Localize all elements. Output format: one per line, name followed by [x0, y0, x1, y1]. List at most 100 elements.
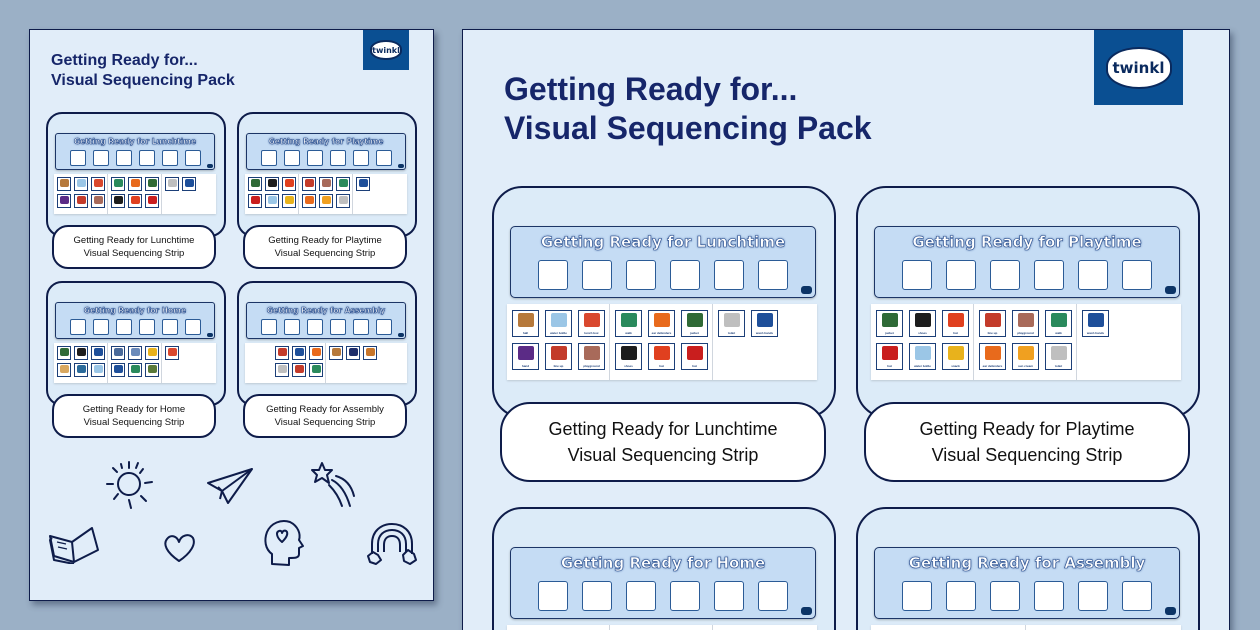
picture-card[interactable]: hall [57, 177, 71, 191]
sequence-slot[interactable] [138, 150, 155, 166]
picture-card[interactable] [292, 363, 306, 377]
picture-card[interactable] [329, 346, 343, 360]
sequence-slot[interactable] [626, 260, 656, 290]
picture-card[interactable]: playground [1012, 310, 1039, 337]
picture-card[interactable]: ear defenders [302, 194, 316, 208]
sequence-slot[interactable] [902, 581, 932, 611]
picture-card[interactable]: hat [128, 194, 142, 208]
sequence-slot[interactable] [92, 150, 109, 166]
picture-card[interactable]: jacket [681, 310, 708, 337]
picture-card[interactable]: hat [248, 194, 262, 208]
picture-card[interactable]: hat [876, 343, 903, 370]
sequence-slot[interactable] [946, 260, 976, 290]
picture-card[interactable]: hat [648, 343, 675, 370]
picture-card[interactable]: playground [91, 194, 105, 208]
sequence-slot[interactable] [69, 150, 86, 166]
sequence-slot[interactable] [306, 150, 323, 166]
sequence-slot[interactable] [375, 150, 392, 166]
sequence-slot[interactable] [352, 150, 369, 166]
sequence-slot[interactable] [670, 581, 700, 611]
picture-card[interactable]: toilet [1045, 343, 1072, 370]
sequence-slot[interactable] [946, 581, 976, 611]
sequence-slot[interactable] [538, 260, 568, 290]
sequence-slot[interactable] [115, 319, 132, 335]
sequence-slot[interactable] [283, 150, 300, 166]
sequence-slot[interactable] [990, 581, 1020, 611]
sequence-slot[interactable] [161, 319, 178, 335]
picture-card[interactable]: walk [1045, 310, 1072, 337]
sequence-slot[interactable] [184, 150, 201, 166]
sequence-slot[interactable] [329, 150, 346, 166]
picture-card[interactable] [91, 346, 105, 360]
picture-card[interactable]: line up [979, 310, 1006, 337]
picture-card[interactable] [346, 346, 360, 360]
picture-card[interactable] [275, 363, 289, 377]
picture-card[interactable]: walk [111, 177, 125, 191]
sequence-slot[interactable] [1078, 260, 1108, 290]
picture-card[interactable]: ear defenders [979, 343, 1006, 370]
picture-card[interactable]: wash hands [356, 177, 370, 191]
picture-card[interactable]: toilet [718, 310, 745, 337]
sequence-slot[interactable] [260, 150, 277, 166]
sequence-slot[interactable] [902, 260, 932, 290]
sequence-slot[interactable] [714, 581, 744, 611]
picture-card[interactable]: hat [282, 177, 296, 191]
picture-card[interactable]: walk [615, 310, 642, 337]
picture-card[interactable]: jacket [876, 310, 903, 337]
picture-card[interactable] [128, 346, 142, 360]
picture-card[interactable]: hand [512, 343, 539, 370]
picture-card[interactable]: hat [145, 194, 159, 208]
sequence-slot[interactable] [92, 319, 109, 335]
picture-card[interactable] [111, 346, 125, 360]
sequence-slot[interactable] [758, 260, 788, 290]
picture-card[interactable]: sun cream [1012, 343, 1039, 370]
picture-card[interactable]: hat [942, 310, 969, 337]
picture-card[interactable]: line up [302, 177, 316, 191]
picture-card[interactable]: water bottle [265, 194, 279, 208]
picture-card[interactable] [57, 346, 71, 360]
picture-card[interactable]: line up [74, 194, 88, 208]
sequence-slot[interactable] [184, 319, 201, 335]
sequence-slot[interactable] [582, 581, 612, 611]
sequence-slot[interactable] [538, 581, 568, 611]
picture-card[interactable] [128, 363, 142, 377]
picture-card[interactable] [74, 363, 88, 377]
picture-card[interactable]: sun cream [319, 194, 333, 208]
picture-card[interactable]: jacket [145, 177, 159, 191]
picture-card[interactable]: wash hands [182, 177, 196, 191]
sequence-slot[interactable] [990, 260, 1020, 290]
picture-card[interactable] [309, 346, 323, 360]
picture-card[interactable]: shoes [909, 310, 936, 337]
picture-card[interactable]: playground [319, 177, 333, 191]
sequence-slot[interactable] [138, 319, 155, 335]
picture-card[interactable]: toilet [336, 194, 350, 208]
card-playtime[interactable]: Getting Ready for Playtimejacketshoeshat… [237, 112, 417, 272]
sequence-slot[interactable] [329, 319, 346, 335]
picture-card[interactable]: hall [512, 310, 539, 337]
picture-card[interactable]: ear defenders [128, 177, 142, 191]
picture-card[interactable]: hat [681, 343, 708, 370]
picture-card[interactable]: line up [545, 343, 572, 370]
picture-card[interactable] [145, 363, 159, 377]
picture-card[interactable]: playground [578, 343, 605, 370]
picture-card[interactable] [74, 346, 88, 360]
picture-card[interactable] [309, 363, 323, 377]
picture-card[interactable]: walk [336, 177, 350, 191]
picture-card[interactable] [145, 346, 159, 360]
sequence-slot[interactable] [283, 319, 300, 335]
picture-card[interactable]: hand [57, 194, 71, 208]
picture-card[interactable] [57, 363, 71, 377]
picture-card[interactable]: shoes [265, 177, 279, 191]
picture-card[interactable]: wash hands [751, 310, 778, 337]
picture-card[interactable] [111, 363, 125, 377]
sequence-slot[interactable] [1034, 581, 1064, 611]
picture-card[interactable]: snack [282, 194, 296, 208]
picture-card[interactable]: wash hands [1082, 310, 1109, 337]
picture-card[interactable]: water bottle [545, 310, 572, 337]
